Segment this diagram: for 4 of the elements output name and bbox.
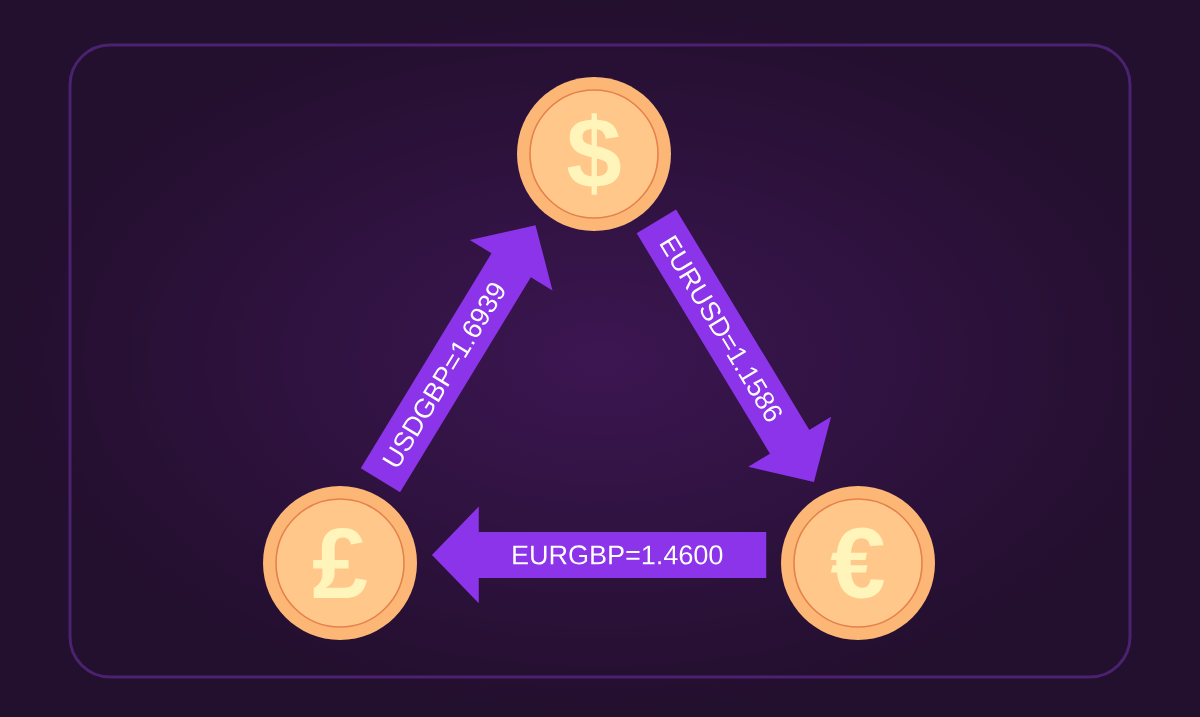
coin: € [781, 486, 935, 640]
edge-label: EURGBP=1.4600 [510, 544, 725, 566]
coin: £ [263, 486, 417, 640]
coin: $ [517, 77, 671, 231]
